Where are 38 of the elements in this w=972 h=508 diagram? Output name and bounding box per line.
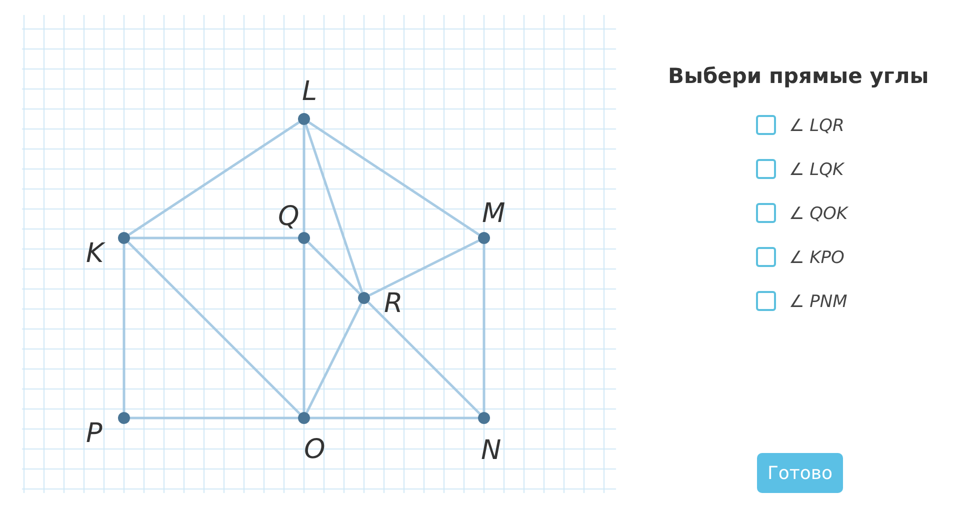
- point-label: Q: [278, 203, 300, 230]
- task-heading: Выбери прямые углы: [668, 64, 929, 88]
- line-segment: [306, 302, 362, 414]
- line-segment: [308, 121, 480, 236]
- line-segment: [302, 244, 306, 412]
- point-label: N: [481, 437, 502, 464]
- line-segment: [127, 241, 301, 415]
- point-label: O: [304, 436, 326, 463]
- line-segment: [367, 301, 481, 415]
- point-dot: [298, 232, 310, 244]
- point-label: R: [384, 290, 403, 317]
- point-dot: [298, 412, 310, 424]
- line-segment: [307, 241, 361, 295]
- line-segment: [368, 240, 480, 296]
- point-dot: [478, 232, 490, 244]
- option-label: ∠ LQK: [789, 160, 844, 180]
- point-label: L: [302, 78, 318, 105]
- option-label: ∠ KPO: [789, 248, 844, 268]
- option-label: ∠ QOK: [789, 204, 848, 224]
- line-segment: [310, 416, 478, 420]
- option-label: ∠ LQR: [789, 116, 844, 136]
- line-segment: [482, 244, 486, 412]
- line-segment: [122, 244, 126, 412]
- point-label: M: [482, 200, 506, 227]
- point-dot: [298, 113, 310, 125]
- submit-button: Готово: [757, 453, 843, 493]
- point-dot: [478, 412, 490, 424]
- line-segment: [128, 121, 300, 236]
- point-dot: [358, 292, 370, 304]
- point-dot: [118, 232, 130, 244]
- point-label: P: [86, 420, 102, 447]
- point-label: K: [86, 240, 104, 267]
- option-label: ∠ PNM: [789, 292, 848, 312]
- line-segment: [302, 125, 306, 232]
- line-segment: [130, 416, 298, 420]
- line-segment: [304, 124, 364, 293]
- point-dot: [118, 412, 130, 424]
- line-segment: [130, 236, 298, 240]
